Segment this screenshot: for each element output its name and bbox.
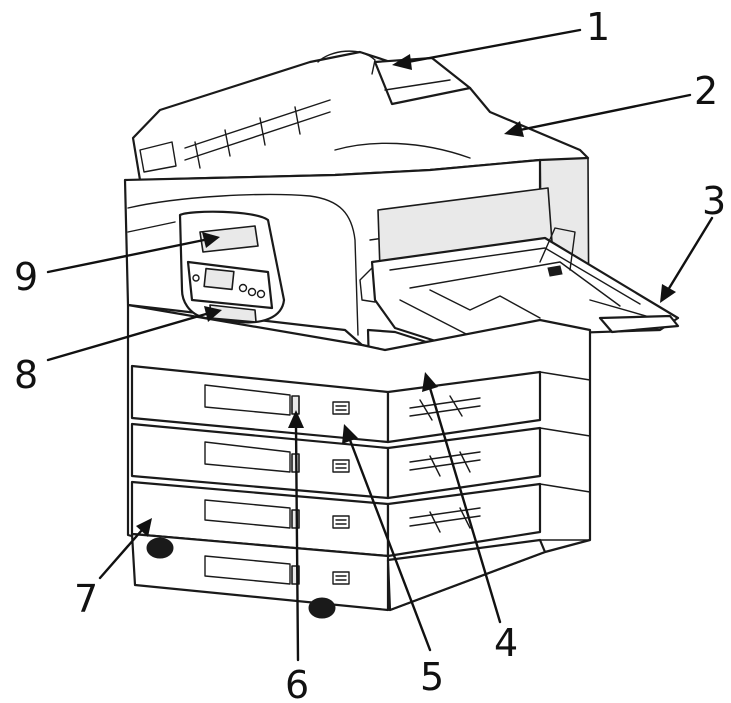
paper-level-indicator-4: [291, 565, 300, 585]
callout-8: 8: [14, 353, 38, 397]
panel-button-b[interactable]: [247, 287, 257, 297]
callout-3: 3: [702, 179, 726, 223]
callout-4: 4: [494, 621, 518, 665]
leader-7: [98, 528, 144, 580]
panel-button-a[interactable]: [238, 283, 248, 293]
printer-illustration: [123, 50, 680, 619]
tray-extension: [598, 314, 680, 334]
callout-9: 9: [14, 255, 38, 299]
callout-6: 6: [285, 663, 309, 703]
castor-front: [308, 597, 336, 619]
callout-2: 2: [694, 69, 718, 113]
leader-2: [518, 93, 692, 132]
lcd-display: [203, 267, 235, 291]
leader-6: [294, 424, 300, 662]
leader-3: [666, 216, 714, 292]
panel-button-d[interactable]: [192, 274, 200, 282]
leader-4: [428, 386, 502, 624]
leader-lines: [46, 28, 714, 662]
callout-7: 7: [74, 577, 98, 621]
leader-8: [46, 312, 208, 362]
callout-1: 1: [586, 5, 610, 49]
panel-button-c[interactable]: [256, 289, 266, 299]
leader-5: [348, 438, 432, 652]
callout-labels: 1 2 3 4 5 6 7 8 9: [14, 5, 726, 703]
top-cover-release-handle: [199, 225, 259, 253]
paper-level-indicator-3: [291, 509, 300, 529]
paper-size-dials: [332, 401, 350, 585]
callout-5: 5: [420, 655, 444, 699]
leader-1: [406, 28, 582, 64]
castor-left: [146, 537, 174, 559]
leader-9: [46, 238, 206, 274]
